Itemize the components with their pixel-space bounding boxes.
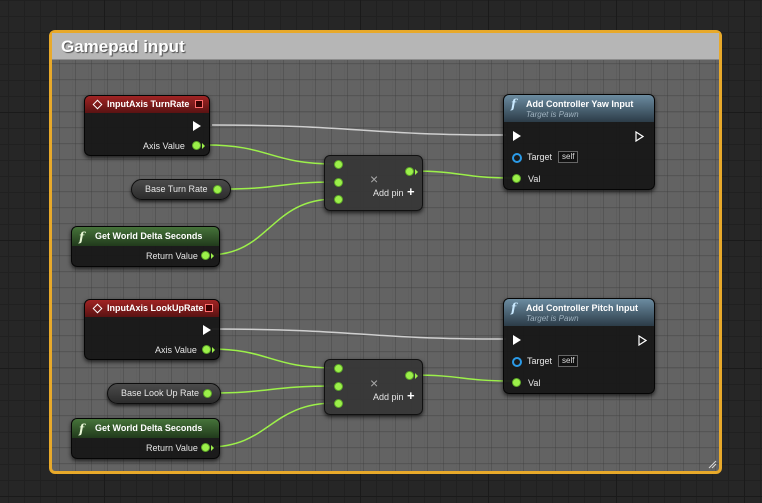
val-pin[interactable] [512, 378, 521, 387]
multiply-x-icon: × [370, 171, 379, 187]
exec-out-pin[interactable] [193, 121, 201, 131]
function-f-icon: f [79, 230, 85, 244]
function-f-icon: f [511, 97, 517, 111]
base-look-up-rate-node[interactable]: Base Look Up Rate [107, 383, 221, 404]
return-value-label: Return Value [146, 443, 198, 453]
diamond-icon [92, 303, 103, 314]
function-header: f Add Controller Pitch Input Target is P… [504, 299, 654, 326]
multiply-in-pin-a[interactable] [334, 160, 343, 169]
input-axis-lookuprate-node[interactable]: InputAxis LookUpRate Axis Value [84, 299, 220, 360]
pure-header: f Get World Delta Seconds [72, 419, 219, 438]
add-pin-label[interactable]: Add pin [373, 188, 404, 198]
pin-arrow-icon [202, 143, 205, 149]
self-box[interactable]: self [558, 355, 579, 367]
axis-value-label: Axis Value [155, 345, 197, 355]
multiply-in-pin-b[interactable] [334, 382, 343, 391]
delegate-square-icon[interactable] [205, 304, 213, 312]
return-value-pin[interactable] [201, 251, 210, 260]
exec-in-pin[interactable] [513, 131, 521, 141]
target-pin[interactable] [512, 357, 522, 367]
event-header: InputAxis LookUpRate [85, 300, 219, 317]
get-world-delta-seconds-node[interactable]: f Get World Delta Seconds Return Value [71, 226, 220, 267]
plus-icon[interactable]: + [407, 184, 415, 199]
multiply-out-pin[interactable] [405, 371, 414, 380]
exec-out-pin[interactable] [638, 335, 647, 346]
input-axis-turnrate-node[interactable]: InputAxis TurnRate Axis Value [84, 95, 210, 156]
controller-subtitle: Target is Pawn [526, 110, 579, 119]
target-label: Target [527, 152, 553, 162]
base-turn-rate-pin[interactable] [213, 185, 222, 194]
add-pin-label[interactable]: Add pin [373, 392, 404, 402]
pin-arrow-icon [415, 169, 418, 175]
val-label: Val [528, 378, 541, 388]
return-value-label: Return Value [146, 251, 198, 261]
plus-icon[interactable]: + [407, 388, 415, 403]
target-label: Target [527, 356, 553, 366]
function-f-icon: f [79, 422, 85, 436]
pure-header: f Get World Delta Seconds [72, 227, 219, 246]
base-turn-rate-label: Base Turn Rate [145, 184, 208, 194]
self-box[interactable]: self [558, 151, 579, 163]
target-pin[interactable] [512, 153, 522, 163]
pin-arrow-icon [211, 253, 214, 259]
return-value-pin[interactable] [201, 443, 210, 452]
pin-arrow-icon [211, 445, 214, 451]
pin-arrow-icon [212, 347, 215, 353]
multiply-node[interactable]: × Add pin + [324, 155, 423, 211]
pin-arrow-icon [415, 373, 418, 379]
multiply-node[interactable]: × Add pin + [324, 359, 423, 415]
event-title: InputAxis LookUpRate [107, 303, 204, 313]
delta-title: Get World Delta Seconds [95, 423, 203, 433]
multiply-in-pin-a[interactable] [334, 364, 343, 373]
axis-value-pin[interactable] [192, 141, 201, 150]
function-header: f Add Controller Yaw Input Target is Paw… [504, 95, 654, 122]
multiply-x-icon: × [370, 375, 379, 391]
delta-title: Get World Delta Seconds [95, 231, 203, 241]
comment-title: Gamepad input [61, 37, 185, 56]
base-look-up-rate-label: Base Look Up Rate [121, 388, 200, 398]
val-pin[interactable] [512, 174, 521, 183]
val-label: Val [528, 174, 541, 184]
controller-subtitle: Target is Pawn [526, 314, 579, 323]
base-turn-rate-node[interactable]: Base Turn Rate [131, 179, 231, 200]
exec-in-pin[interactable] [513, 335, 521, 345]
comment-header[interactable]: Gamepad input [52, 33, 719, 60]
function-f-icon: f [511, 301, 517, 315]
axis-value-pin[interactable] [202, 345, 211, 354]
base-look-up-rate-pin[interactable] [203, 389, 212, 398]
event-title: InputAxis TurnRate [107, 99, 190, 109]
exec-out-pin[interactable] [203, 325, 211, 335]
multiply-in-pin-c[interactable] [334, 195, 343, 204]
add-controller-pitch-input-node[interactable]: f Add Controller Pitch Input Target is P… [503, 298, 655, 394]
get-world-delta-seconds-node[interactable]: f Get World Delta Seconds Return Value [71, 418, 220, 459]
add-controller-yaw-input-node[interactable]: f Add Controller Yaw Input Target is Paw… [503, 94, 655, 190]
controller-title: Add Controller Yaw Input [526, 99, 634, 109]
axis-value-label: Axis Value [143, 141, 185, 151]
diamond-icon [92, 99, 103, 110]
event-header: InputAxis TurnRate [85, 96, 209, 113]
exec-out-pin[interactable] [635, 131, 644, 142]
resize-grip-icon[interactable] [707, 459, 717, 469]
multiply-out-pin[interactable] [405, 167, 414, 176]
multiply-in-pin-c[interactable] [334, 399, 343, 408]
multiply-in-pin-b[interactable] [334, 178, 343, 187]
controller-title: Add Controller Pitch Input [526, 303, 638, 313]
delegate-square-icon[interactable] [195, 100, 203, 108]
